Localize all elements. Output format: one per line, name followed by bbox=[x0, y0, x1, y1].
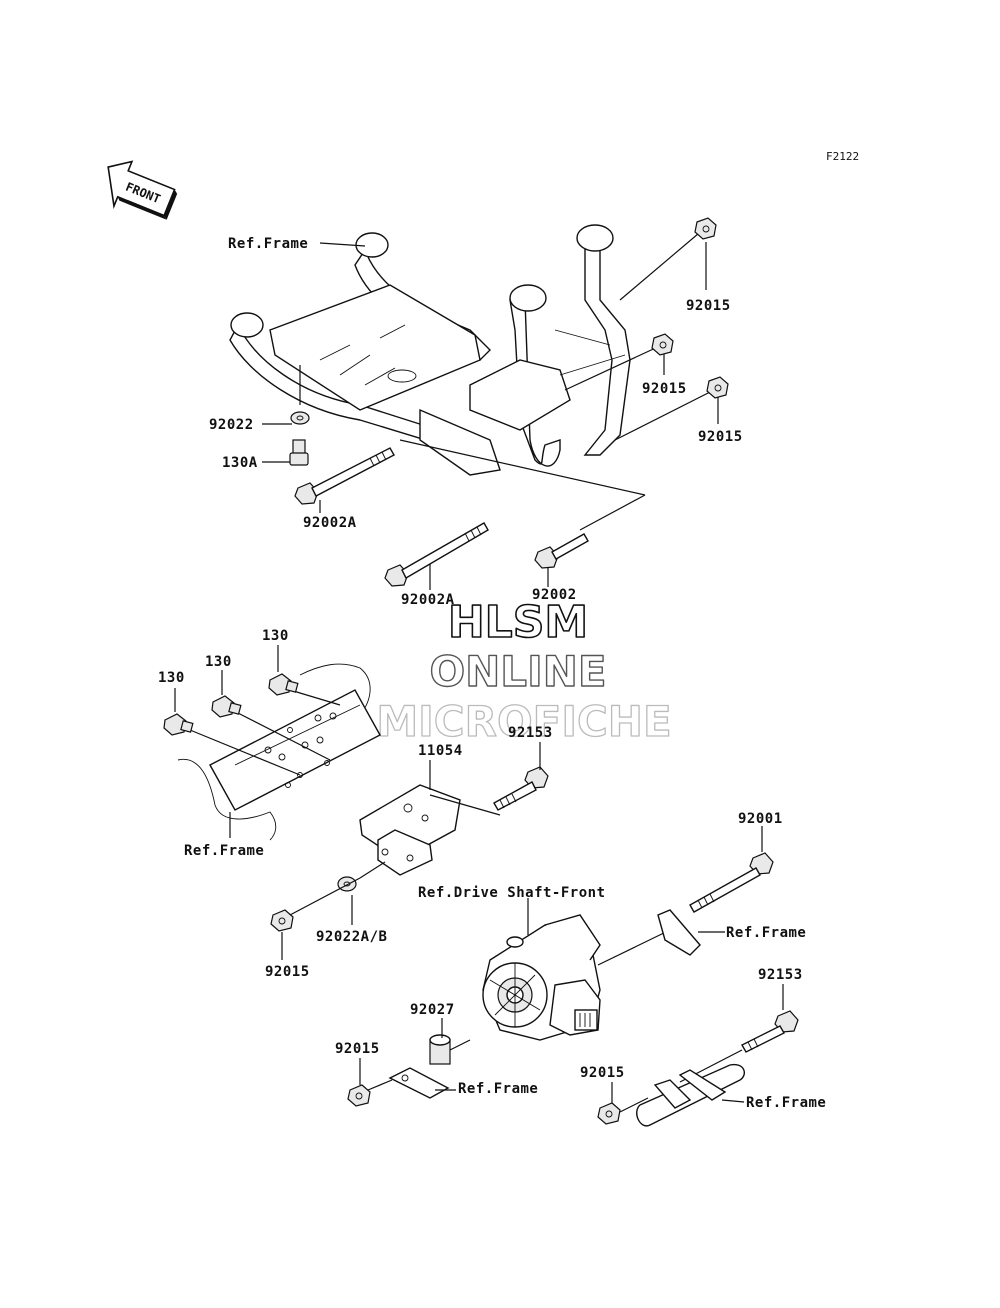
label-92002A-b: 92002A bbox=[401, 592, 455, 608]
label-92022: 92022 bbox=[209, 417, 254, 433]
frame-bracket-right bbox=[657, 909, 701, 956]
nut-92015-b bbox=[651, 333, 674, 356]
front-arrow-icon: FRONT bbox=[107, 160, 178, 220]
watermark-line1: HLSM bbox=[448, 597, 588, 648]
label-92015-c: 92015 bbox=[698, 429, 743, 445]
label-92015-f: 92015 bbox=[580, 1065, 625, 1081]
label-92015-a: 92015 bbox=[686, 298, 731, 314]
label-130-c: 130 bbox=[262, 628, 289, 644]
bolt-130-c bbox=[268, 673, 299, 696]
label-92022AB: 92022A/B bbox=[316, 929, 387, 945]
bolt-130-b bbox=[211, 695, 242, 718]
bolt-92002A-b bbox=[384, 522, 489, 587]
bolt-130A bbox=[289, 439, 309, 466]
watermark-line3: MICROFICHE bbox=[376, 697, 671, 746]
bolt-92153-a bbox=[493, 766, 549, 811]
label-92153-b: 92153 bbox=[758, 967, 803, 983]
bolt-130-a bbox=[163, 713, 194, 736]
frame-crossmember bbox=[229, 224, 631, 476]
nut-92015-d bbox=[270, 909, 294, 932]
bolt-92002A-a bbox=[294, 447, 395, 505]
label-11054: 11054 bbox=[418, 743, 463, 759]
diagram-code: F2122 bbox=[826, 150, 859, 163]
nut-92015-a bbox=[694, 217, 717, 240]
bracket-11054 bbox=[359, 784, 461, 876]
washer-92022 bbox=[290, 411, 310, 425]
bolt-92002 bbox=[534, 533, 589, 569]
label-ref-frame-mid: Ref.Frame bbox=[184, 843, 264, 859]
label-92027: 92027 bbox=[410, 1002, 455, 1018]
bolt-92001 bbox=[689, 852, 774, 913]
frame-section-mid bbox=[177, 663, 381, 841]
frame-bracket-bottom-left bbox=[388, 1067, 450, 1099]
label-92001: 92001 bbox=[738, 811, 783, 827]
label-ref-frame-right: Ref.Frame bbox=[726, 925, 806, 941]
label-ref-frame-br: Ref.Frame bbox=[746, 1095, 826, 1111]
frame-tube-bottom-right bbox=[636, 1063, 746, 1127]
front-differential bbox=[482, 914, 601, 1041]
label-ref-drive-shaft: Ref.Drive Shaft-Front bbox=[418, 885, 606, 901]
watermark-line2: ONLINE bbox=[429, 647, 606, 696]
label-130-a: 130 bbox=[158, 670, 185, 686]
label-130-b: 130 bbox=[205, 654, 232, 670]
label-130A: 130A bbox=[222, 455, 258, 471]
label-92015-b: 92015 bbox=[642, 381, 687, 397]
watermark: HLSM ONLINE MICROFICHE bbox=[376, 596, 673, 746]
collar-92027 bbox=[429, 1034, 451, 1065]
label-92002: 92002 bbox=[532, 587, 577, 603]
washer-92022AB bbox=[337, 876, 357, 892]
nut-92015-f bbox=[597, 1102, 621, 1125]
label-ref-frame-bottom: Ref.Frame bbox=[458, 1081, 538, 1097]
label-92153-a: 92153 bbox=[508, 725, 553, 741]
label-ref-frame-top: Ref.Frame bbox=[228, 236, 308, 252]
nut-92015-c bbox=[706, 376, 729, 399]
label-92002A-a: 92002A bbox=[303, 515, 357, 531]
label-92015-e: 92015 bbox=[335, 1041, 380, 1057]
label-92015-d: 92015 bbox=[265, 964, 310, 980]
nut-92015-e bbox=[347, 1084, 371, 1107]
bolt-92153-b bbox=[741, 1010, 799, 1053]
